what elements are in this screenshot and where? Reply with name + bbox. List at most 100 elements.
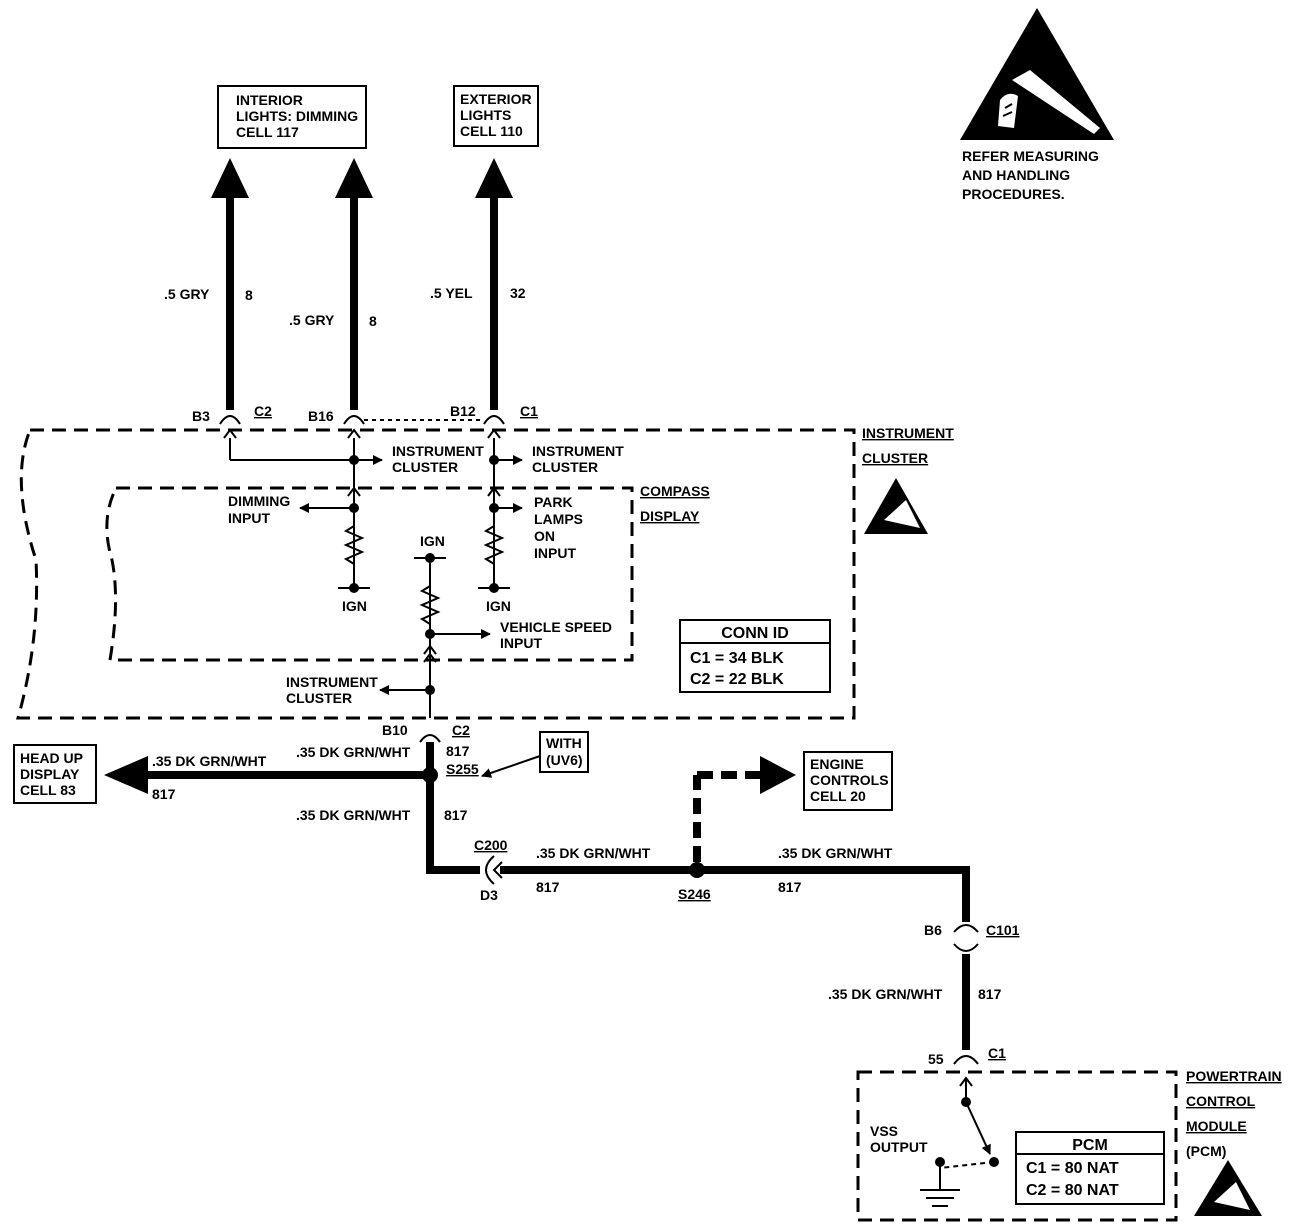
svg-text:COMPASS: COMPASS [640, 483, 710, 499]
connector-c200-label: C200 [474, 837, 508, 853]
interior-lights-box: INTERIOR LIGHTS: DIMMING CELL 117 [217, 85, 367, 149]
ign-label: IGN [420, 533, 445, 549]
svg-text:INPUT: INPUT [500, 635, 542, 651]
circuit-label: 817 [444, 807, 468, 823]
svg-text:ENGINE: ENGINE [810, 756, 864, 772]
svg-text:C2 = 22 BLK: C2 = 22 BLK [690, 671, 784, 688]
wire-label: .35 DK GRN/WHT [778, 845, 893, 861]
svg-text:ON: ON [534, 528, 555, 544]
esd-icon-pcm [1194, 1160, 1262, 1216]
svg-text:LIGHTS: LIGHTS [460, 107, 511, 123]
circuit-label: 8 [245, 287, 253, 303]
svg-text:OUTPUT: OUTPUT [870, 1139, 928, 1155]
connector-c101-label: C101 [986, 922, 1020, 938]
wire-label: .35 DK GRN/WHT [296, 744, 411, 760]
circuit-label: 817 [152, 786, 176, 802]
esd-note: REFER MEASURING AND HANDLING PROCEDURES. [962, 148, 1099, 202]
svg-text:CLUSTER: CLUSTER [286, 690, 352, 706]
svg-text:LIGHTS: DIMMING: LIGHTS: DIMMING [236, 108, 358, 124]
wire-label: .35 DK GRN/WHT [152, 753, 267, 769]
svg-text:CELL 83: CELL 83 [20, 782, 76, 798]
with-uv6-box: WITH (UV6) [481, 731, 589, 778]
svg-text:INSTRUMENT: INSTRUMENT [862, 425, 954, 441]
svg-text:C2 = 80 NAT: C2 = 80 NAT [1026, 1182, 1119, 1199]
svg-text:REFER MEASURING: REFER MEASURING [962, 148, 1099, 164]
svg-text:DISPLAY: DISPLAY [20, 766, 80, 782]
instrument-cluster-boundary [16, 428, 856, 720]
svg-text:AND HANDLING: AND HANDLING [962, 167, 1070, 183]
svg-text:C1 = 34 BLK: C1 = 34 BLK [690, 650, 784, 667]
wire-label: .35 DK GRN/WHT [536, 845, 651, 861]
svg-text:DISPLAY: DISPLAY [640, 508, 700, 524]
pcm-internal-switch [920, 1076, 999, 1207]
connector-b16: B16 [308, 408, 334, 424]
head-up-display-box: HEAD UP DISPLAY CELL 83 [13, 744, 97, 804]
internal-wiring [229, 438, 523, 718]
svg-text:PCM: PCM [1072, 1137, 1108, 1154]
splice-s246 [689, 862, 705, 878]
svg-text:PARK: PARK [534, 494, 573, 510]
instrument-cluster-label-1: INSTRUMENT CLUSTER [392, 443, 484, 475]
compass-display-boundary [105, 486, 634, 662]
pcm-boundary [856, 1070, 1178, 1222]
svg-text:CELL 117: CELL 117 [236, 124, 299, 140]
svg-text:VEHICLE SPEED: VEHICLE SPEED [500, 619, 612, 635]
svg-text:INSTRUMENT: INSTRUMENT [532, 443, 624, 459]
esd-icon-cluster [864, 478, 928, 534]
svg-text:INPUT: INPUT [534, 545, 576, 561]
wire-label: .5 YEL [430, 285, 473, 301]
dimming-input-label: DIMMING INPUT [228, 493, 290, 526]
circuit-label: 817 [446, 743, 470, 759]
circuit-label: 8 [369, 313, 377, 329]
connector-55: 55 [928, 1051, 944, 1067]
vehicle-speed-input-label: VEHICLE SPEED INPUT [500, 619, 612, 651]
connector-55-pin [953, 1055, 979, 1065]
svg-text:WITH: WITH [546, 735, 582, 751]
svg-text:CONN ID: CONN ID [721, 625, 789, 642]
ign-label: IGN [486, 598, 511, 614]
wire-gry-left [211, 158, 249, 410]
svg-text:POWERTRAIN: POWERTRAIN [1186, 1068, 1282, 1084]
compass-display-title: COMPASS DISPLAY [640, 483, 710, 524]
esd-warning-icon [960, 8, 1114, 140]
svg-text:INSTRUMENT: INSTRUMENT [286, 674, 378, 690]
connector-b6: B6 [924, 922, 942, 938]
svg-text:MODULE: MODULE [1186, 1118, 1247, 1134]
pcm-title: POWERTRAIN CONTROL MODULE (PCM) [1186, 1068, 1282, 1159]
park-lamps-label: PARK LAMPS ON INPUT [534, 494, 583, 561]
splice-s246-label: S246 [678, 886, 711, 902]
vss-output-label: VSS OUTPUT [870, 1123, 928, 1155]
svg-text:INPUT: INPUT [228, 510, 270, 526]
connector-b10-pin [419, 734, 441, 743]
svg-text:C1 = 80 NAT: C1 = 80 NAT [1026, 1160, 1119, 1177]
svg-text:DIMMING: DIMMING [228, 493, 290, 509]
circuit-label: 817 [536, 879, 560, 895]
instrument-cluster-label-2: INSTRUMENT CLUSTER [532, 443, 624, 475]
svg-text:LAMPS: LAMPS [534, 511, 583, 527]
connector-c200 [485, 855, 503, 885]
svg-text:CELL 20: CELL 20 [810, 788, 866, 804]
instrument-cluster-title: INSTRUMENT CLUSTER [862, 425, 954, 466]
svg-text:PROCEDURES.: PROCEDURES. [962, 186, 1065, 202]
svg-text:CLUSTER: CLUSTER [862, 450, 928, 466]
svg-text:INSTRUMENT: INSTRUMENT [392, 443, 484, 459]
svg-text:CONTROL: CONTROL [1186, 1093, 1256, 1109]
svg-text:CLUSTER: CLUSTER [392, 459, 458, 475]
wire-engine-controls-dashed [693, 756, 796, 862]
svg-text:INTERIOR: INTERIOR [236, 92, 303, 108]
wire-label: .5 GRY [164, 286, 210, 302]
connector-d3: D3 [480, 887, 498, 903]
splice-s255-label: S255 [446, 761, 479, 777]
connector-c2-b: C2 [452, 722, 470, 738]
circuit-label: 817 [778, 879, 802, 895]
connector-c1: C1 [520, 403, 538, 419]
wire-label: .35 DK GRN/WHT [828, 986, 943, 1002]
wire-label: .5 GRY [289, 312, 335, 328]
conn-id-table: CONN ID C1 = 34 BLK C2 = 22 BLK [679, 619, 831, 693]
ign-label: IGN [342, 598, 367, 614]
hud-arrow [104, 756, 148, 794]
connector-c1-b: C1 [988, 1045, 1006, 1061]
circuit-label: 817 [978, 986, 1002, 1002]
connector-pins-top [219, 415, 505, 439]
circuit-label: 32 [510, 285, 526, 301]
